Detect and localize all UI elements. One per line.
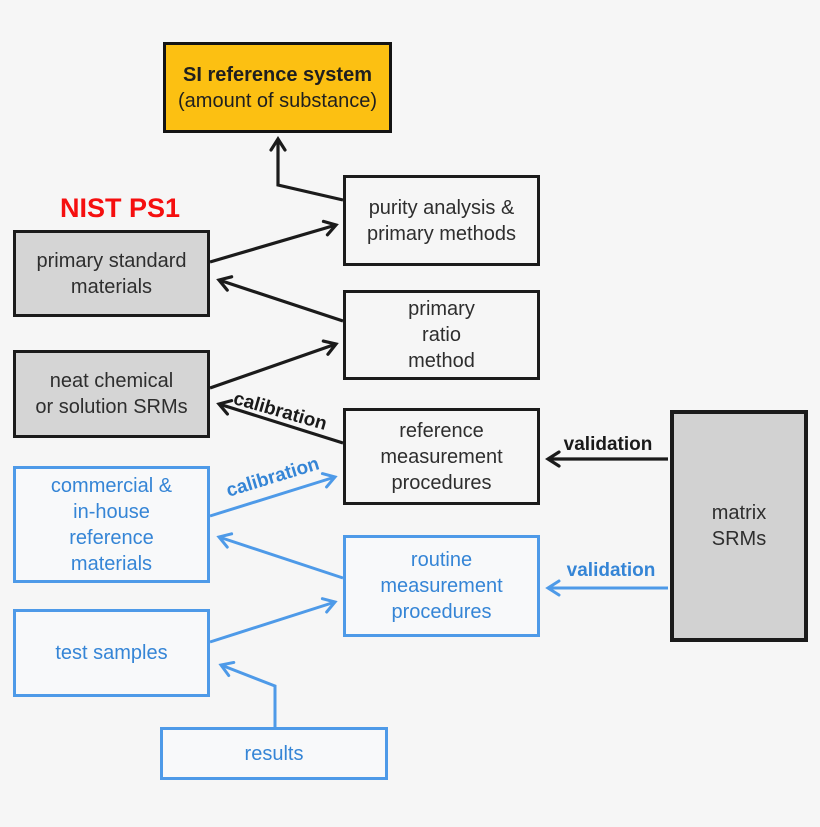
node-si-reference-system: SI reference system (amount of substance… [163, 42, 392, 133]
node-text: primary ratio method [408, 298, 475, 372]
edge-label-validation-blue: validation [566, 560, 656, 581]
node-text: results [244, 742, 304, 765]
edge-label-calibration-blue: calibration [223, 453, 322, 502]
node-purity-analysis: purity analysis & primary methods [343, 175, 540, 266]
si-title: SI reference system [182, 63, 372, 86]
node-matrix-srms: matrix SRMs [670, 410, 808, 642]
node-results: results [160, 727, 388, 780]
node-neat-chemical-srms: neat chemical or solution SRMs [13, 350, 210, 438]
arrow-test-to-routine [209, 597, 338, 644]
node-text: matrix SRMs [711, 502, 767, 550]
node-reference-measurement-procedures: reference measurement procedures [343, 408, 540, 505]
arrow-routine-to-commercial [216, 532, 344, 580]
node-text: neat chemical or solution SRMs [35, 370, 188, 418]
arrow-ratio-to-psm [216, 275, 344, 323]
arrow-results-to-test [218, 660, 277, 727]
node-primary-ratio-method: primary ratio method [343, 290, 540, 380]
arrow-purity-to-si [269, 136, 344, 202]
edge-label-validation-black: validation [563, 434, 653, 455]
node-primary-standard-materials: primary standard materials [13, 230, 210, 317]
edge-label-calibration-black: calibration [231, 388, 330, 435]
node-test-samples: test samples [13, 609, 210, 697]
node-text: purity analysis & primary methods [367, 196, 516, 245]
node-text: routine measurement procedures [380, 549, 503, 623]
node-text: primary standard materials [36, 249, 187, 298]
node-text: commercial & in-house reference material… [50, 474, 173, 575]
node-commercial-reference-materials: commercial & in-house reference material… [13, 466, 210, 583]
arrow-neat-to-ratio [209, 339, 339, 390]
si-subtitle: (amount of substance) [178, 89, 377, 112]
arrow-psm-to-purity [209, 219, 339, 264]
nist-ps1-label: NIST PS1 [59, 193, 181, 223]
node-routine-measurement-procedures: routine measurement procedures [343, 535, 540, 637]
node-text: reference measurement procedures [380, 419, 503, 494]
node-text: test samples [55, 642, 168, 664]
